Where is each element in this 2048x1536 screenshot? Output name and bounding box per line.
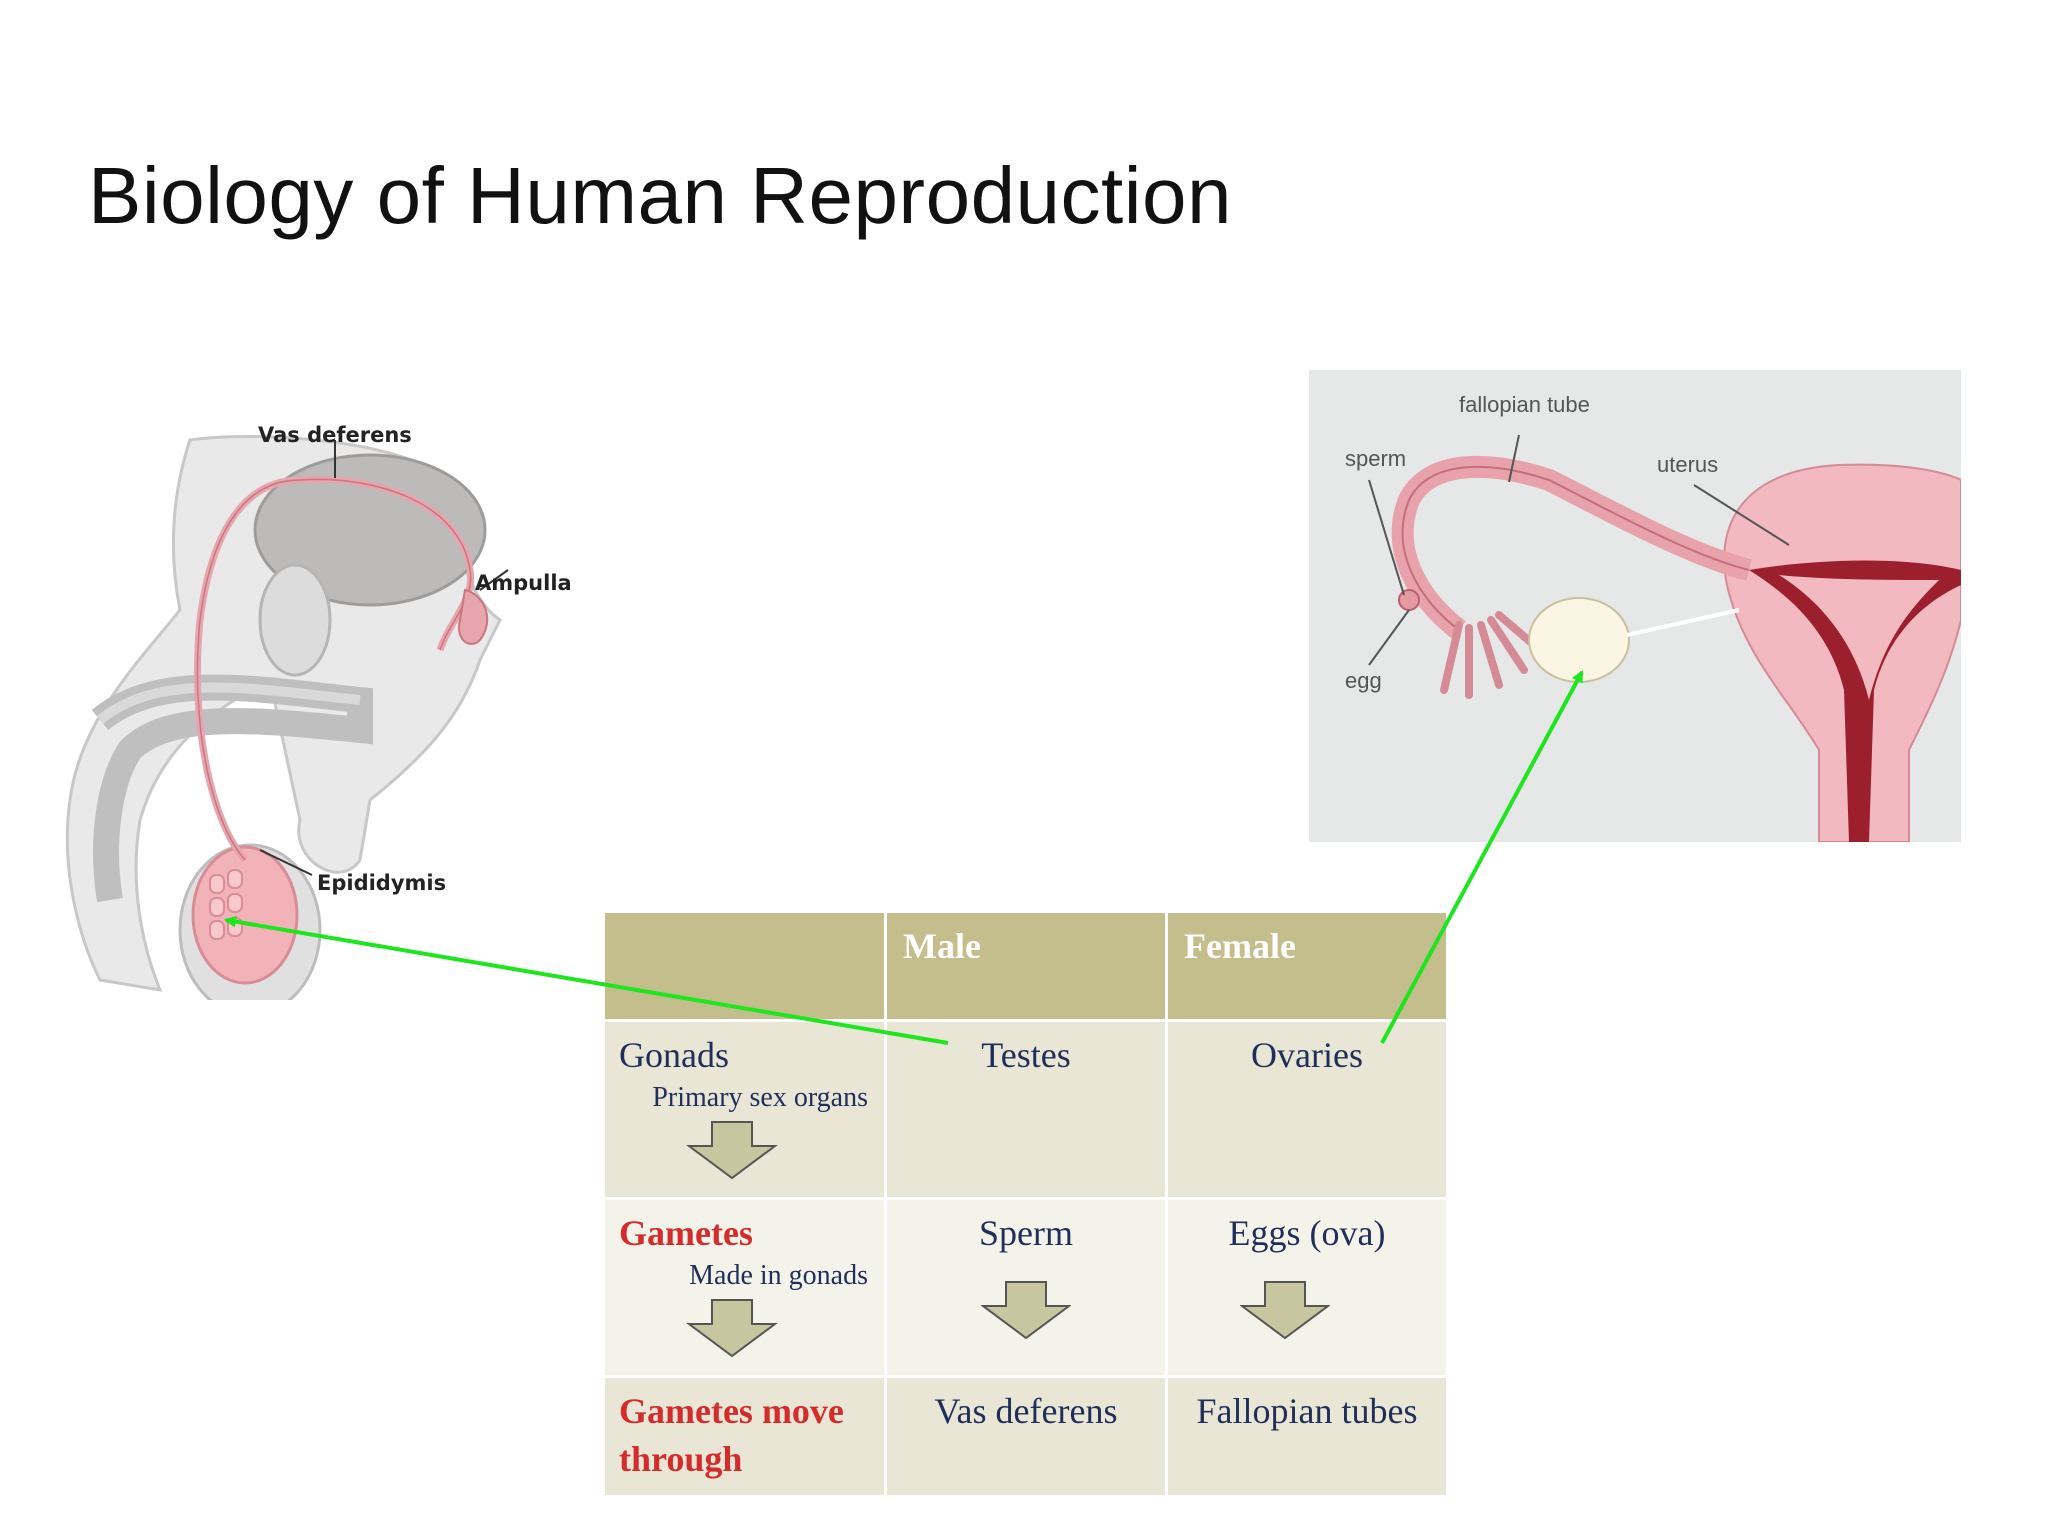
- down-arrow-icon: [981, 1280, 1071, 1340]
- female-anatomy-figure: fallopian tube sperm uterus egg: [1309, 370, 1961, 842]
- label-epididymis: Epididymis: [317, 871, 446, 895]
- row-head-gametes: Gametes: [619, 1212, 753, 1253]
- table-row: Gonads Primary sex organs Testes Ovaries: [602, 1019, 1449, 1200]
- bladder: [253, 453, 487, 607]
- row-head-gametes-move: Gametes move: [619, 1390, 844, 1431]
- label-uterus: uterus: [1657, 452, 1718, 477]
- reproduction-table: Male Female Gonads Primary sex organs Te…: [602, 910, 1449, 1499]
- label-sperm: sperm: [1345, 446, 1406, 471]
- value-sperm: Sperm: [979, 1212, 1073, 1253]
- cell-vas-deferens: Vas deferens: [884, 1374, 1168, 1499]
- header-female: Female: [1165, 910, 1449, 1022]
- table-row: Gametes Made in gonads Sperm Eggs (ova): [602, 1196, 1449, 1378]
- value-testes: Testes: [981, 1035, 1071, 1075]
- comparison-table: Male Female Gonads Primary sex organs Te…: [602, 910, 1449, 1499]
- header-empty: [602, 910, 887, 1022]
- value-fallopian-tubes: Fallopian tubes: [1196, 1390, 1418, 1431]
- cell-ovaries: Ovaries: [1165, 1019, 1449, 1200]
- cell-eggs: Eggs (ova): [1165, 1196, 1449, 1378]
- male-anatomy-figure: Vas deferens Ampulla Epididymis: [65, 423, 572, 1000]
- row-gametes-head: Gametes Made in gonads: [602, 1196, 887, 1378]
- uterine-cavity: [1749, 560, 1961, 842]
- row-head-gonads: Gonads: [619, 1035, 729, 1075]
- down-arrow-icon: [685, 1298, 779, 1358]
- row-sub-made-in-gonads: Made in gonads: [689, 1259, 868, 1291]
- row-sub-primary-sex-organs: Primary sex organs: [652, 1082, 868, 1113]
- table-header-row: Male Female: [602, 910, 1449, 1022]
- cell-sperm: Sperm: [884, 1196, 1168, 1378]
- seminal-gland: [258, 563, 332, 677]
- value-eggs: Eggs (ova): [1228, 1212, 1386, 1253]
- label-vas-deferens: Vas deferens: [258, 423, 412, 447]
- header-male: Male: [884, 910, 1168, 1022]
- value-ovaries: Ovaries: [1251, 1035, 1363, 1075]
- row-gametes-move-head: Gametes move through: [602, 1374, 887, 1499]
- cell-testes: Testes: [884, 1019, 1168, 1200]
- label-fallopian-tube: fallopian tube: [1459, 392, 1590, 417]
- row-head-through: through: [619, 1438, 743, 1479]
- row-gonads-head: Gonads Primary sex organs: [602, 1019, 887, 1200]
- ampulla: [458, 588, 489, 645]
- cell-fallopian-tubes: Fallopian tubes: [1165, 1374, 1449, 1499]
- testis: [191, 845, 299, 985]
- egg-cell: [1398, 589, 1420, 611]
- down-arrow-icon: [1240, 1280, 1330, 1340]
- label-ampulla: Ampulla: [475, 571, 572, 595]
- table-row: Gametes move through Vas deferens Fallop…: [602, 1374, 1449, 1499]
- down-arrow-icon: [685, 1121, 779, 1180]
- label-egg: egg: [1345, 668, 1382, 693]
- page-title: Biology of Human Reproduction: [88, 151, 1233, 240]
- value-vas-deferens: Vas deferens: [934, 1390, 1118, 1431]
- ovary: [1528, 597, 1630, 683]
